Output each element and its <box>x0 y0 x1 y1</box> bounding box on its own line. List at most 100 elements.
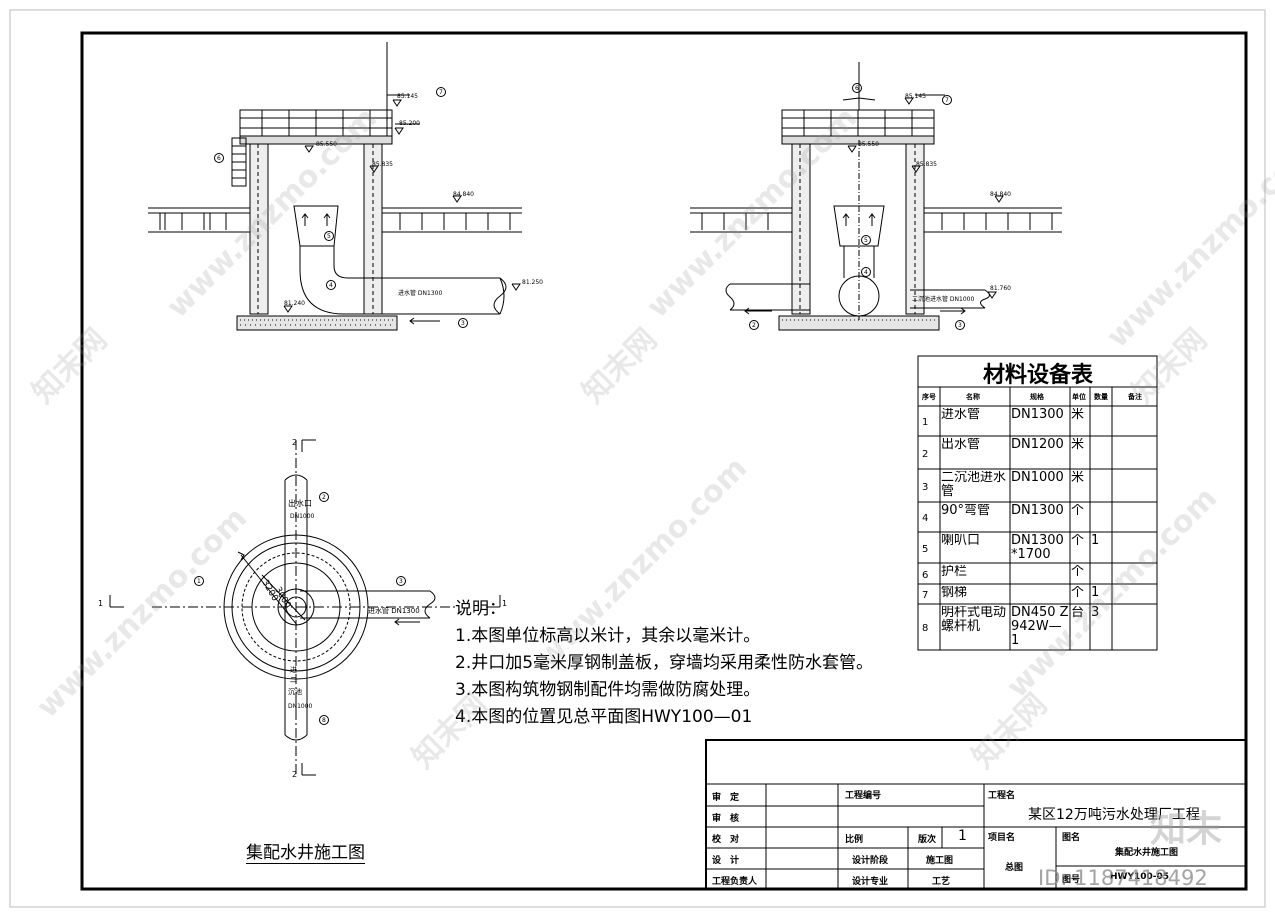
table-cell-qty <box>1091 408 1111 436</box>
table-cell-no: 8 <box>922 623 929 634</box>
tb-project-name: 某区12万吨污水处理厂工程 <box>1028 807 1200 823</box>
pipe-label-settling: 二沉池进水管 DN1000 <box>912 295 974 303</box>
callout-5: 5 <box>327 233 331 240</box>
section-mark: 1 <box>502 599 507 608</box>
table-cell-note <box>1113 408 1157 436</box>
callout-7: 7 <box>945 97 949 104</box>
callout-8: 8 <box>322 717 326 724</box>
plan-settling-label: 进 <box>290 666 297 674</box>
elevation-label: 81.760 <box>990 285 1011 292</box>
table-cell-name: 90°弯管 <box>941 504 991 518</box>
elevation-label: 85.145 <box>397 93 418 100</box>
inner-frame <box>9 9 1266 908</box>
table-cell-qty <box>1091 504 1111 532</box>
table-cell-qty <box>1091 565 1111 584</box>
plan-outlet-label: 出水口 <box>288 498 312 508</box>
tb-project-name-label: 工程名 <box>988 791 1016 801</box>
callout-4: 4 <box>329 282 333 289</box>
watermark-id: ID: 1187418492 <box>1038 866 1208 890</box>
plan-outlet-dn: DN1000 <box>290 513 315 520</box>
note-line: 2.井口加5毫米厚钢制盖板，穿墙均采用柔性防水套管。 <box>455 653 874 673</box>
table-cell-name: 护栏 <box>941 565 968 579</box>
table-header: 备注 <box>1128 393 1142 401</box>
tb-drawing-name-label: 图名 <box>1062 833 1081 843</box>
table-cell-unit: 米 <box>1071 471 1085 485</box>
section-right <box>690 62 1062 331</box>
table-cell-unit: 台 <box>1071 606 1085 620</box>
table-cell-unit: 个 <box>1071 534 1085 548</box>
callout-3: 3 <box>399 578 403 585</box>
tb-check: 审 核 <box>712 814 740 824</box>
elevation-label: 85.200 <box>399 120 420 127</box>
table-cell-no: 1 <box>922 417 929 428</box>
table-header: 名称 <box>966 393 980 401</box>
table-cell-qty: 1 <box>1091 586 1100 600</box>
table-cell-name: 钢梯 <box>941 586 968 600</box>
note-line: 4.本图的位置见总平面图HWY100—01 <box>455 707 753 727</box>
tb-drawing-no-label: 图号 <box>1062 875 1081 885</box>
elevation-label: 85.835 <box>916 161 937 168</box>
tb-item: 总图 <box>1005 863 1024 873</box>
table-cell-note <box>1113 471 1157 502</box>
drawing-caption: 集配水井施工图 <box>246 838 365 864</box>
callout-7: 7 <box>439 89 443 96</box>
elevation-label: 84.840 <box>453 191 474 198</box>
tb-design: 设 计 <box>712 856 740 866</box>
outer-frame <box>80 31 1248 891</box>
elevation-label: 81.250 <box>522 279 543 286</box>
section-mark: 1 <box>98 599 103 608</box>
title-block-grid <box>705 739 1247 890</box>
plan-settling-label: 二 <box>290 676 297 684</box>
pipe-label-inlet: 进水管 DN1300 <box>398 289 442 297</box>
table-cell-spec <box>1011 586 1069 604</box>
table-cell-spec: DN1300 <box>1011 504 1064 518</box>
callout-5: 5 <box>864 237 868 244</box>
table-cell-note <box>1113 534 1157 563</box>
tb-stage: 施工图 <box>926 856 954 866</box>
callout-4: 4 <box>864 269 868 276</box>
table-cell-no: 6 <box>922 569 929 581</box>
note-line: 3.本图构筑物钢制配件均需做防腐处理。 <box>455 680 761 700</box>
table-header: 单位 <box>1072 393 1086 401</box>
table-cell-spec: DN1200 <box>1011 438 1064 452</box>
table-cell-qty: 1 <box>1091 534 1100 548</box>
tb-item-label: 项目名 <box>988 833 1016 843</box>
table-cell-no: 5 <box>922 543 929 555</box>
tb-version: 1 <box>958 828 967 844</box>
table-header: 数量 <box>1094 393 1108 401</box>
callout-3: 3 <box>461 320 465 327</box>
table-cell-note <box>1113 438 1157 469</box>
table-cell-spec: DN450 Z942W—1 <box>1011 606 1069 648</box>
callout-2: 2 <box>322 494 326 501</box>
table-cell-name: 喇叭口 <box>941 534 981 548</box>
table-cell-note <box>1113 586 1157 604</box>
table-cell-unit: 米 <box>1071 438 1085 452</box>
section-mark: 2 <box>292 438 297 447</box>
material-table-grid <box>917 355 1158 651</box>
table-header: 规格 <box>1030 393 1044 401</box>
table-cell-note <box>1113 504 1157 532</box>
table-cell-no: 4 <box>922 513 929 524</box>
tb-drawing-name: 集配水井施工图 <box>1115 848 1179 858</box>
table-cell-unit: 个 <box>1071 504 1085 518</box>
tb-discipline: 工艺 <box>932 877 951 887</box>
table-cell-no: 3 <box>922 481 929 493</box>
table-cell-note <box>1113 606 1157 650</box>
material-table-title: 材料设备表 <box>983 363 1094 388</box>
table-cell-name: 二沉池进水管 <box>941 471 1007 499</box>
note-line: 1.本图单位标高以米计，其余以毫米计。 <box>455 626 761 646</box>
table-cell-qty: 3 <box>1091 606 1100 620</box>
table-header: 序号 <box>922 393 936 401</box>
callout-1: 1 <box>197 578 201 585</box>
tb-stage-label: 设计阶段 <box>852 856 889 866</box>
table-cell-spec: DN1000 <box>1011 471 1064 485</box>
notes-block: 说明： 1.本图单位标高以米计，其余以毫米计。 2.井口加5毫米厚钢制盖板，穿墙… <box>455 596 873 731</box>
plan-settling-dn: DN1000 <box>288 703 313 710</box>
tb-lead: 工程负责人 <box>712 877 758 887</box>
watermark-logo: 知末 <box>1150 809 1223 850</box>
elevation-label: 85.835 <box>372 161 393 168</box>
callout-6: 6 <box>217 155 221 162</box>
plan-inlet-label: 进水管 DN1300 <box>368 606 420 615</box>
